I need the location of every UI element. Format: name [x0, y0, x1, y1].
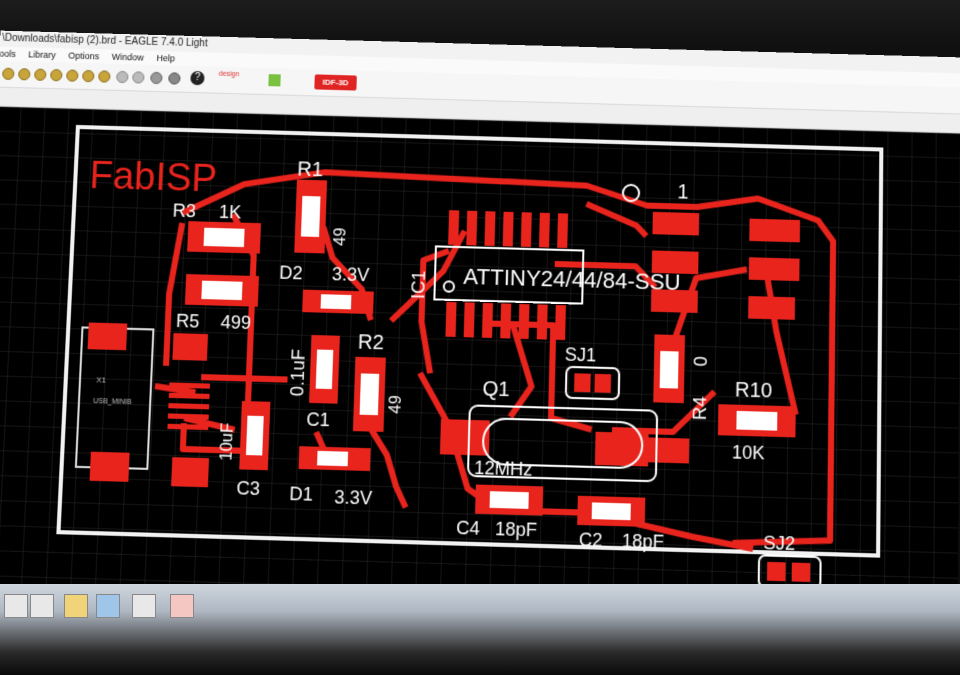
c2-silk	[591, 502, 631, 521]
usb-pad	[171, 457, 210, 488]
r4-value: 0	[691, 356, 712, 367]
tool-icon[interactable]	[1, 67, 15, 81]
taskbar-app-icon[interactable]	[4, 594, 28, 618]
zoom-icon[interactable]	[33, 68, 47, 81]
r3-label: R3	[172, 200, 196, 221]
c3-label: C3	[236, 478, 260, 500]
r5-label: R5	[176, 311, 200, 332]
sj2-label: SJ2	[763, 532, 795, 554]
q1-pad	[439, 419, 490, 456]
taskbar-app-icon[interactable]	[132, 594, 156, 618]
menu-item-options[interactable]: Options	[68, 50, 100, 62]
usb-pad	[89, 451, 130, 482]
menu-item-tools[interactable]: ools	[0, 48, 17, 60]
taskbar	[0, 584, 960, 675]
usb-pad	[172, 333, 209, 361]
pin1-label: 1	[677, 181, 689, 204]
q1-pad	[648, 437, 690, 464]
zoom-select-icon[interactable]	[98, 70, 111, 83]
r5-silk	[201, 280, 243, 301]
r4-label: R4	[690, 396, 711, 420]
d1-body	[298, 446, 371, 472]
usb-pad	[87, 322, 128, 351]
stop-icon[interactable]	[150, 71, 163, 85]
sj2-pad	[766, 561, 786, 582]
r1-value: 49	[332, 227, 350, 246]
d2-value: 3.3V	[332, 264, 370, 285]
r3-value: 1K	[219, 202, 242, 223]
r10-label: R10	[735, 379, 773, 403]
x1-label: X1	[96, 375, 107, 385]
help-icon[interactable]: ?	[190, 70, 205, 86]
menu-item-library[interactable]: Library	[28, 49, 57, 61]
r1-label: R1	[297, 158, 324, 181]
r3-silk	[203, 227, 245, 248]
r2-value: 49	[387, 395, 405, 414]
x1-value: USB_MINIB	[93, 398, 132, 406]
q1-value: 12MHz	[474, 457, 533, 479]
d1-silk	[317, 450, 349, 467]
screen: \Downloads\fabisp (2).brd - EAGLE 7.4.0 …	[0, 30, 960, 665]
q1-label: Q1	[482, 378, 510, 401]
c3-value: 10uF	[218, 422, 237, 461]
ic1-label: IC1	[408, 270, 429, 299]
r10-value: 10K	[732, 442, 765, 464]
undo-icon[interactable]	[116, 70, 129, 84]
c4-label: C4	[456, 517, 480, 539]
c3-silk	[245, 415, 264, 456]
layout-canvas[interactable]: X1 USB_MINIB FabISP R1	[0, 106, 960, 665]
r4-silk	[659, 350, 679, 389]
isp-header-pads	[650, 211, 801, 320]
r5-value: 499	[220, 312, 251, 333]
redo-icon[interactable]	[132, 71, 145, 84]
board-title: FabISP	[89, 155, 218, 201]
d2-label: D2	[279, 262, 303, 283]
r10-silk	[736, 410, 778, 431]
r2-silk	[359, 373, 380, 416]
c2-label: C2	[579, 529, 603, 551]
c2-value: 18pF	[622, 530, 664, 552]
folder-icon[interactable]	[64, 594, 88, 618]
sj1-label: SJ1	[565, 344, 597, 365]
ic1-value: ATTINY24/44/84-SSU	[463, 263, 681, 295]
d1-value: 3.3V	[334, 487, 373, 509]
idf-3d-button[interactable]: IDF-3D	[314, 74, 357, 91]
d1-label: D1	[289, 483, 313, 505]
sj1-pad	[594, 373, 612, 393]
go-icon[interactable]	[168, 72, 181, 85]
r1-silk	[300, 195, 321, 237]
c1-value: 0.1uF	[287, 349, 309, 397]
d2-silk	[320, 294, 352, 310]
pcb-board: X1 USB_MINIB FabISP R1	[0, 106, 960, 665]
sj2-pad	[791, 562, 811, 582]
c1-label: C1	[306, 409, 330, 430]
design-link-icon[interactable]: design	[218, 70, 240, 79]
q1-pad	[594, 431, 649, 467]
menu-item-help[interactable]: Help	[156, 52, 176, 64]
c4-silk	[489, 491, 529, 509]
zoom-out-icon[interactable]	[66, 69, 79, 82]
r2-label: R2	[358, 331, 385, 354]
taskbar-app-icon[interactable]	[30, 594, 54, 618]
taskbar-app-icon[interactable]	[96, 594, 120, 618]
tool-icon[interactable]	[17, 68, 31, 81]
ulp-icon[interactable]	[268, 74, 281, 87]
menu-item-window[interactable]: Window	[111, 51, 145, 63]
sj1-pad	[574, 373, 591, 393]
eagle-app-icon[interactable]	[170, 594, 194, 618]
ic1-pins	[445, 210, 569, 341]
c1-silk	[315, 349, 334, 390]
zoom-in-icon[interactable]	[50, 69, 63, 82]
zoom-fit-icon[interactable]	[82, 69, 95, 83]
c4-value: 18pF	[495, 518, 538, 540]
